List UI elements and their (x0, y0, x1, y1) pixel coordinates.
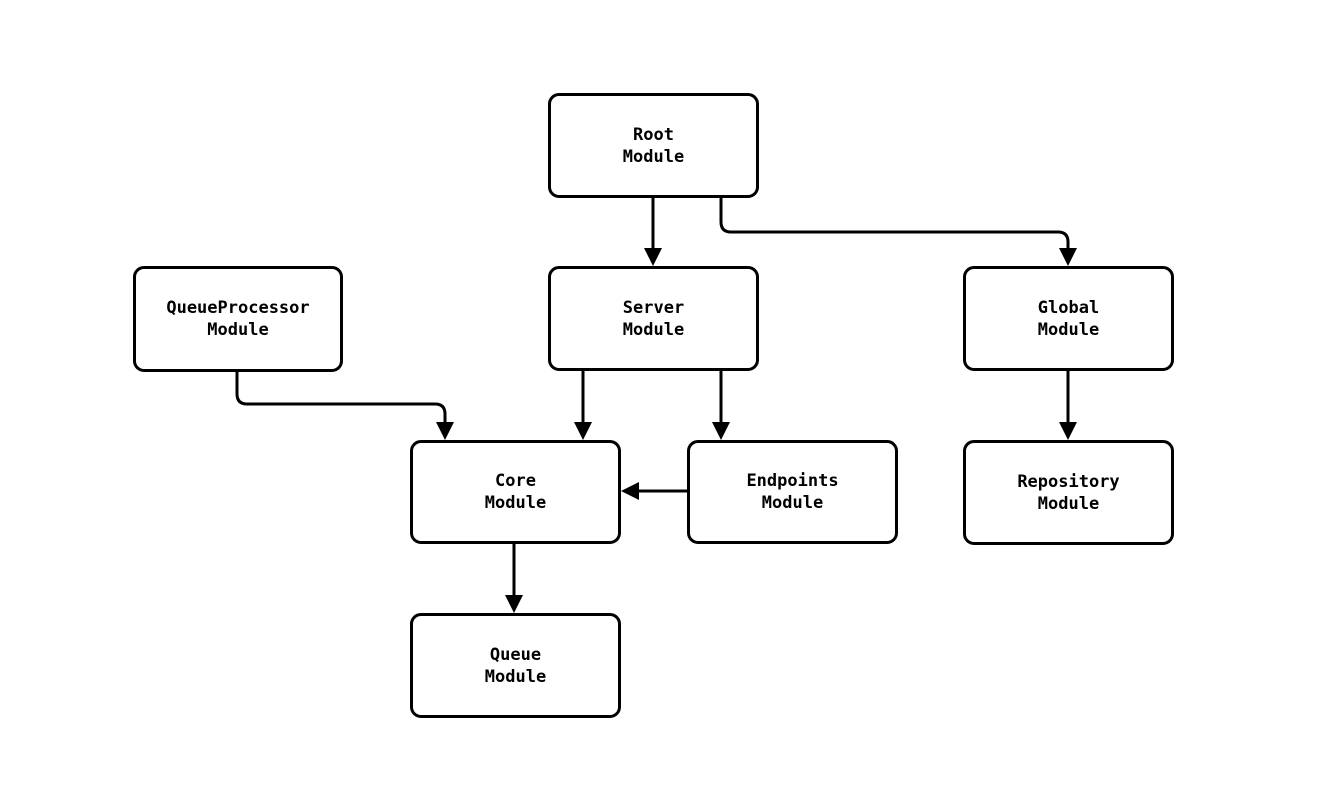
node-label-line2: Module (761, 493, 824, 513)
node-label-line1: Global (1037, 297, 1100, 318)
edge-queueprocessor-to-core (235, 372, 454, 440)
edge-arrowhead-icon (712, 422, 730, 440)
edge-endpoints-to-core (621, 482, 687, 500)
node-label-line2: Module (484, 666, 547, 687)
node-label-line1: Queue (489, 644, 542, 665)
edge-line (235, 372, 447, 426)
node-label-line2: Module (1037, 493, 1100, 514)
edge-server-to-endpoints (712, 371, 730, 440)
edge-core-to-queue (505, 544, 523, 613)
edge-arrowhead-icon (644, 248, 662, 266)
node-label-line1: Core (495, 471, 536, 491)
node-label-line1: Server (622, 297, 685, 318)
edge-root-to-global (719, 198, 1077, 266)
node-label-line2: Module (622, 146, 685, 167)
edge-root-to-server (644, 198, 662, 266)
edge-arrowhead-icon (505, 595, 523, 613)
node-label-line1: QueueProcessor (166, 298, 310, 318)
node-label-line2: Module (1037, 319, 1100, 340)
node-label-line1: Root (633, 124, 674, 145)
node-label-line1: Endpoints (746, 471, 839, 491)
node-label-line1: Repository (1017, 471, 1120, 492)
node-label-line2: Module (622, 319, 685, 340)
edge-arrowhead-icon (621, 482, 639, 500)
edge-line (719, 198, 1070, 252)
edge-arrowhead-icon (574, 422, 592, 440)
edge-global-to-repository (1059, 371, 1077, 440)
edge-arrowhead-icon (1059, 248, 1077, 266)
edge-arrowhead-icon (1059, 422, 1077, 440)
node-label-line2: Module (484, 493, 547, 513)
edge-arrowhead-icon (436, 422, 454, 440)
node-label-line2: Module (207, 320, 269, 340)
edge-server-to-core (574, 371, 592, 440)
